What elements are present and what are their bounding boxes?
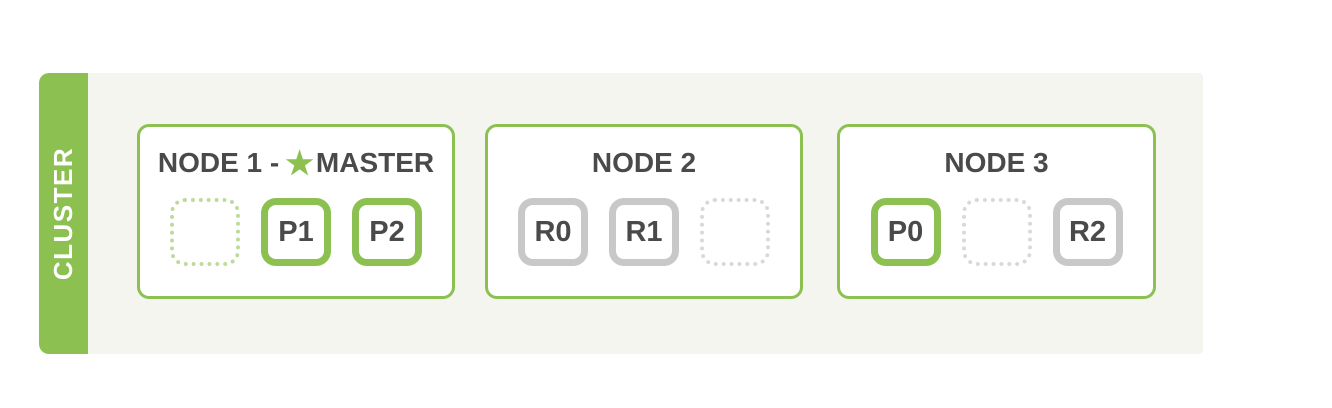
node-card-1: NODE 1 -★MASTER P1 P2 xyxy=(137,124,455,299)
nodes-layer: NODE 1 -★MASTER P1 P2 NODE 2 R0 R1 NODE 3 … xyxy=(60,73,1203,354)
master-star-icon: ★ xyxy=(285,145,314,181)
shard-slot-empty xyxy=(170,198,240,266)
shard-r1: R1 xyxy=(609,198,679,266)
node-title-text: NODE 3 xyxy=(944,147,1049,178)
shard-label: R1 xyxy=(625,215,663,248)
cluster-tab-label: CLUSTER xyxy=(48,146,78,281)
shard-slot-empty xyxy=(700,198,770,266)
shards-row: P1 P2 xyxy=(170,198,422,266)
node-title-text: NODE 2 xyxy=(591,147,697,178)
cluster-tab: CLUSTER xyxy=(39,73,88,354)
shard-p2: P2 xyxy=(352,198,422,266)
shard-p0: P0 xyxy=(870,198,941,266)
shards-row: P0 R2 xyxy=(870,198,1123,266)
node-title: NODE 2 xyxy=(592,144,696,181)
shard-label: P0 xyxy=(887,215,924,248)
node-card-2: NODE 2 R0 R1 xyxy=(485,124,803,299)
shard-label: R0 xyxy=(534,215,572,248)
node-title: NODE 3 xyxy=(944,144,1048,181)
shard-label: R2 xyxy=(1068,215,1107,248)
node-card-3: NODE 3 P0 R2 xyxy=(837,124,1156,299)
master-label: MASTER xyxy=(315,147,435,178)
shard-r2: R2 xyxy=(1052,198,1123,266)
shard-label: P1 xyxy=(278,215,314,248)
node-title: NODE 1 -★MASTER xyxy=(158,144,434,181)
shards-row: R0 R1 xyxy=(518,198,770,266)
shard-slot-empty xyxy=(961,198,1032,266)
shard-r0: R0 xyxy=(518,198,588,266)
shard-label: P2 xyxy=(369,215,405,248)
shard-p1: P1 xyxy=(261,198,331,266)
node-title-text: NODE 1 - xyxy=(157,147,280,178)
